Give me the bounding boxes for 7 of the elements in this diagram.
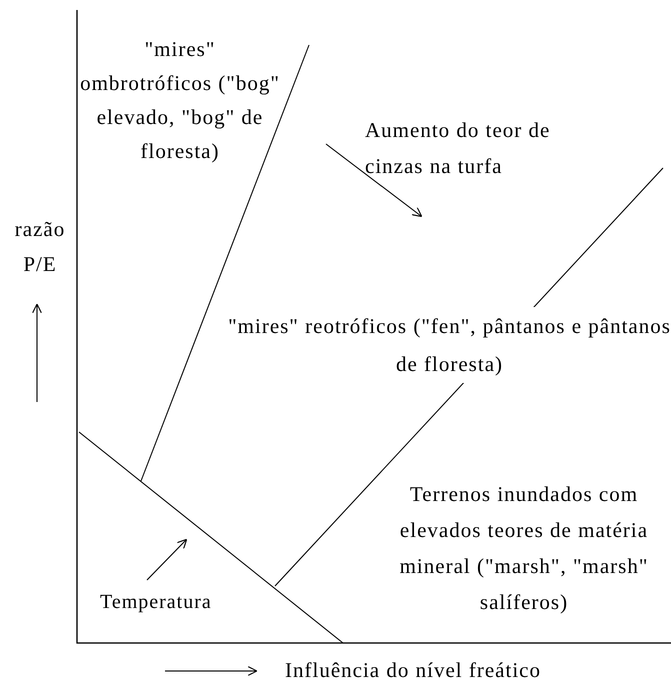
region-label: Terrenos inundados com elevados teores de matéria mineral ("marsh", "marsh" salíferos)	[398, 481, 650, 616]
trend-label: Temperatura	[100, 590, 213, 615]
region-label: "mires" reotróficos ("fen", pântanos e pântanos de floresta)	[228, 307, 671, 383]
axis-label: Influência do nível freático	[285, 657, 542, 683]
trend-label: Aumento do teor de cinzas na turfa	[365, 117, 552, 180]
axis-label: razão P/E	[14, 216, 66, 278]
region-label: "mires" ombrotróficos ("bog" elevado, "bog" de floresta)	[80, 36, 280, 165]
